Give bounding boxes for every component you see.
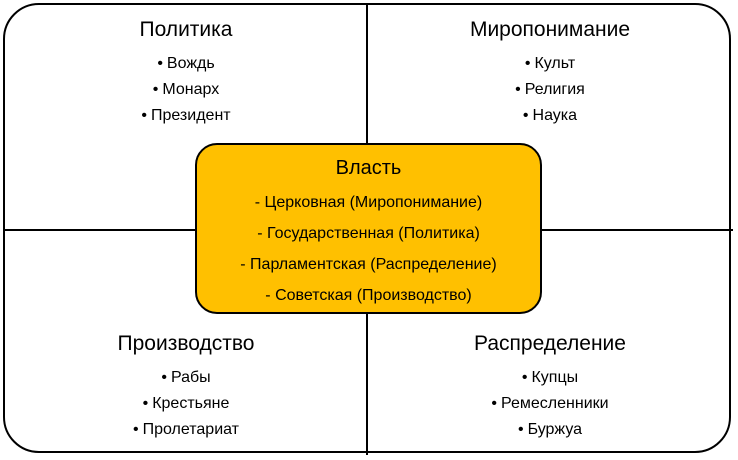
bullet-icon: • [522, 107, 529, 124]
list-item: •Наука [400, 103, 700, 129]
center-list: - Церковная (Миропонимание) - Государств… [197, 187, 540, 311]
bullet-icon: • [491, 395, 498, 412]
bullet-icon: • [152, 81, 159, 98]
quadrant-title: Производство [117, 332, 255, 355]
list-item: •Рабы [36, 365, 336, 391]
bullet-icon: • [132, 421, 139, 438]
list-item-label: Буржуа [527, 421, 583, 438]
bullet-icon: • [157, 55, 163, 72]
list-item-label: Религия [524, 81, 585, 98]
quadrant-worldview: Миропонимание •Культ •Религия •Наука [400, 17, 700, 129]
quadrant-title: Политика [139, 18, 233, 41]
center-item: - Парламентская (Распределение) [240, 256, 497, 273]
quadrant-production: Производство •Рабы •Крестьяне •Пролетари… [36, 331, 336, 443]
quadrant-list: •Вождь •Монарх •Президент [36, 51, 336, 129]
bullet-icon: • [141, 107, 147, 124]
bullet-icon: • [515, 81, 521, 98]
quadrant-distribution: Распределение •Купцы •Ремесленники •Бурж… [400, 331, 700, 443]
bullet-icon: • [161, 369, 167, 386]
list-item: •Президент [36, 103, 336, 129]
list-item-label: Рабы [170, 369, 211, 386]
quadrant-title: Миропонимание [469, 18, 631, 41]
list-item-label: Ремесленники [501, 395, 609, 412]
list-item: •Купцы [400, 365, 700, 391]
list-item-label: Купцы [531, 369, 579, 386]
list-item: •Ремесленники [400, 391, 700, 417]
list-item-label: Крестьяне [152, 395, 230, 412]
list-item-label: Монарх [162, 81, 220, 98]
center-item: - Советская (Производство) [265, 287, 472, 304]
list-item-label: Президент [150, 107, 231, 124]
center-title: Власть [335, 157, 402, 179]
list-item: •Культ [400, 51, 700, 77]
bullet-icon: • [142, 395, 149, 412]
list-item-label: Культ [534, 55, 576, 72]
center-item: - Церковная (Миропонимание) [254, 194, 483, 211]
quadrant-list: •Рабы •Крестьяне •Пролетариат [36, 365, 336, 443]
bullet-icon: • [521, 369, 528, 386]
list-item: •Буржуа [400, 417, 700, 443]
power-center-box: Власть - Церковная (Миропонимание) - Гос… [195, 143, 542, 314]
bullet-icon: • [517, 421, 524, 438]
list-item: •Пролетариат [36, 417, 336, 443]
quadrant-title: Распределение [474, 332, 626, 355]
list-item: •Вождь [36, 51, 336, 77]
list-item: •Монарх [36, 77, 336, 103]
list-item-label: Наука [532, 107, 578, 124]
quadrant-list: •Культ •Религия •Наука [400, 51, 700, 129]
list-item-label: Вождь [166, 55, 215, 72]
bullet-icon: • [524, 55, 531, 72]
quadrant-politics: Политика •Вождь •Монарх •Президент [36, 17, 336, 129]
center-item: - Государственная (Политика) [257, 225, 480, 242]
list-item: •Крестьяне [36, 391, 336, 417]
list-item: •Религия [400, 77, 700, 103]
list-item-label: Пролетариат [142, 421, 239, 438]
quadrant-list: •Купцы •Ремесленники •Буржуа [400, 365, 700, 443]
